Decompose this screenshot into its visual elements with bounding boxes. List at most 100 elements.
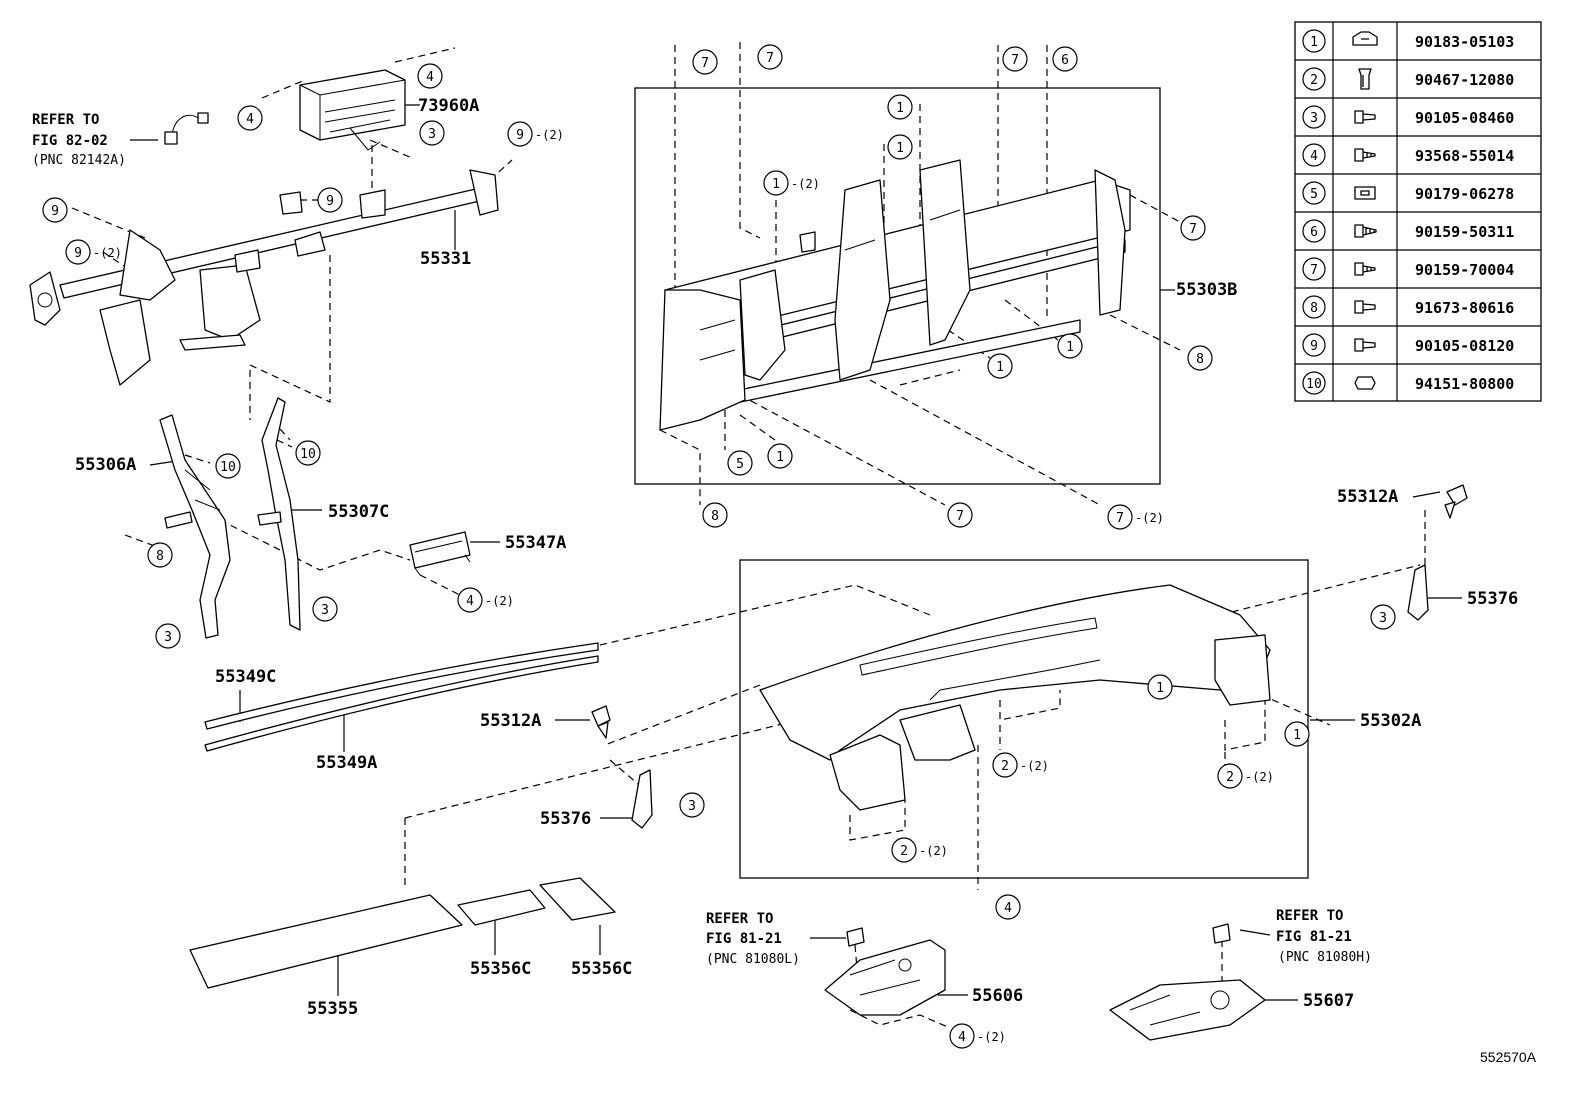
part-label-55349C: 55349C (215, 667, 276, 687)
fastener-number-circle (1302, 333, 1326, 357)
callout-3: 3 (419, 120, 445, 146)
callout-circle (887, 94, 913, 120)
callout-number: 4 (246, 112, 254, 127)
callout-number: 3 (428, 127, 436, 142)
fastener-number: 9 (1310, 339, 1318, 354)
push-clip-icon (1358, 68, 1372, 90)
callout-circle (457, 587, 483, 613)
callout-circle (1180, 215, 1206, 241)
callout-circle (317, 187, 343, 213)
callout-circle (995, 894, 1021, 920)
callout-number: 4 (426, 70, 434, 85)
part-label-55302A: 55302A (1360, 711, 1421, 731)
callout-8: 8 (1187, 345, 1213, 371)
bolt-icon (1354, 338, 1376, 352)
callout-circle (215, 453, 241, 479)
garnish-strips-part (204, 642, 599, 752)
callout-circle (1217, 763, 1243, 789)
callout-circle (947, 502, 973, 528)
callout-7: 7 (947, 502, 973, 528)
callout-circle (1057, 333, 1083, 359)
fastener-part-number: 90467-12080 (1415, 71, 1514, 89)
fastener-number-circle (1302, 181, 1326, 205)
callout-2: 2-(2) (992, 752, 1049, 778)
fastener-part-number: 90105-08460 (1415, 109, 1514, 127)
fastener-number-circle (1302, 257, 1326, 281)
callout-4: 4-(2) (457, 587, 514, 613)
callout-1: 1 (767, 443, 793, 469)
callout-circle (65, 239, 91, 265)
callout-circle (42, 197, 68, 223)
callout-circle (1052, 46, 1078, 72)
dash-panel-group (739, 559, 1309, 879)
callout-number: 3 (321, 603, 329, 618)
callout-9: 9-(2) (65, 239, 122, 265)
fastener-row: 9 90105-08120 (1302, 333, 1514, 357)
callout-circle (237, 105, 263, 131)
part-label-55349A: 55349A (316, 753, 377, 773)
callout-number: 1 (896, 141, 904, 156)
nut-clip-icon (1354, 186, 1376, 200)
callout-10: 10 (295, 440, 321, 466)
dash-frame-part (659, 159, 1131, 431)
part-label-55312A-mid: 55312A (480, 711, 541, 731)
callout-number: 1 (772, 177, 780, 192)
part-label-55356C-1: 55356C (470, 959, 531, 979)
bolt-icon (1354, 110, 1376, 124)
silencer-pads-part (189, 877, 616, 989)
callout-circle (1187, 345, 1213, 371)
callout-2: 2-(2) (1217, 763, 1274, 789)
ref3-line2: FIG 81-21 (1276, 929, 1352, 945)
callout-number: 4 (958, 1030, 966, 1045)
callout-quantity: -(2) (93, 246, 122, 260)
clip-pin-mid-part (591, 705, 611, 739)
lower-bracket-right-part (1109, 923, 1266, 1041)
reinforcement-beam-part (29, 169, 499, 386)
callout-4: 4 (417, 63, 443, 89)
callout-number: 7 (701, 56, 709, 71)
callout-number: 9 (326, 194, 334, 209)
callout-circle (702, 502, 728, 528)
fastener-number: 8 (1310, 301, 1318, 316)
callout-circle (312, 596, 338, 622)
leader-lines (71, 42, 1426, 1029)
callout-2: 2-(2) (891, 837, 948, 863)
callout-circle (949, 1023, 975, 1049)
callout-number: 1 (896, 101, 904, 116)
callout-number: 8 (711, 509, 719, 524)
callout-circle (692, 49, 718, 75)
fastener-number-circle (1302, 143, 1326, 167)
brace-left-part (159, 414, 231, 639)
callout-circle (887, 134, 913, 160)
clip-icon (1352, 31, 1378, 46)
callout-circle (1107, 504, 1133, 530)
callout-6: 6 (1052, 46, 1078, 72)
fastener-part-number: 90105-08120 (1415, 337, 1514, 355)
callout-7: 7-(2) (1107, 504, 1164, 530)
side-bracket-mid-part (631, 769, 653, 829)
part-label-55331: 55331 (420, 249, 471, 269)
lower-bracket-left-part (824, 927, 946, 1016)
callout-number: 1 (1293, 728, 1301, 743)
callout-7: 7 (757, 44, 783, 70)
dash-frame-group (634, 87, 1161, 485)
ref1-line2: FIG 82-02 (32, 133, 108, 149)
fastener-part-number: 90159-50311 (1415, 223, 1514, 241)
fastener-number-circle (1302, 29, 1326, 53)
callout-circle (155, 623, 181, 649)
callout-number: 6 (1061, 53, 1069, 68)
fastener-number-circle (1302, 371, 1326, 395)
callout-9: 9-(2) (507, 121, 564, 147)
callout-circle (1147, 674, 1173, 700)
callout-number: 4 (1004, 901, 1012, 916)
fastener-number-circle (1302, 295, 1326, 319)
screw-icon (1354, 148, 1376, 162)
callout-7: 7 (1002, 46, 1028, 72)
fastener-number-circle (1302, 219, 1326, 243)
callout-circle (507, 121, 533, 147)
